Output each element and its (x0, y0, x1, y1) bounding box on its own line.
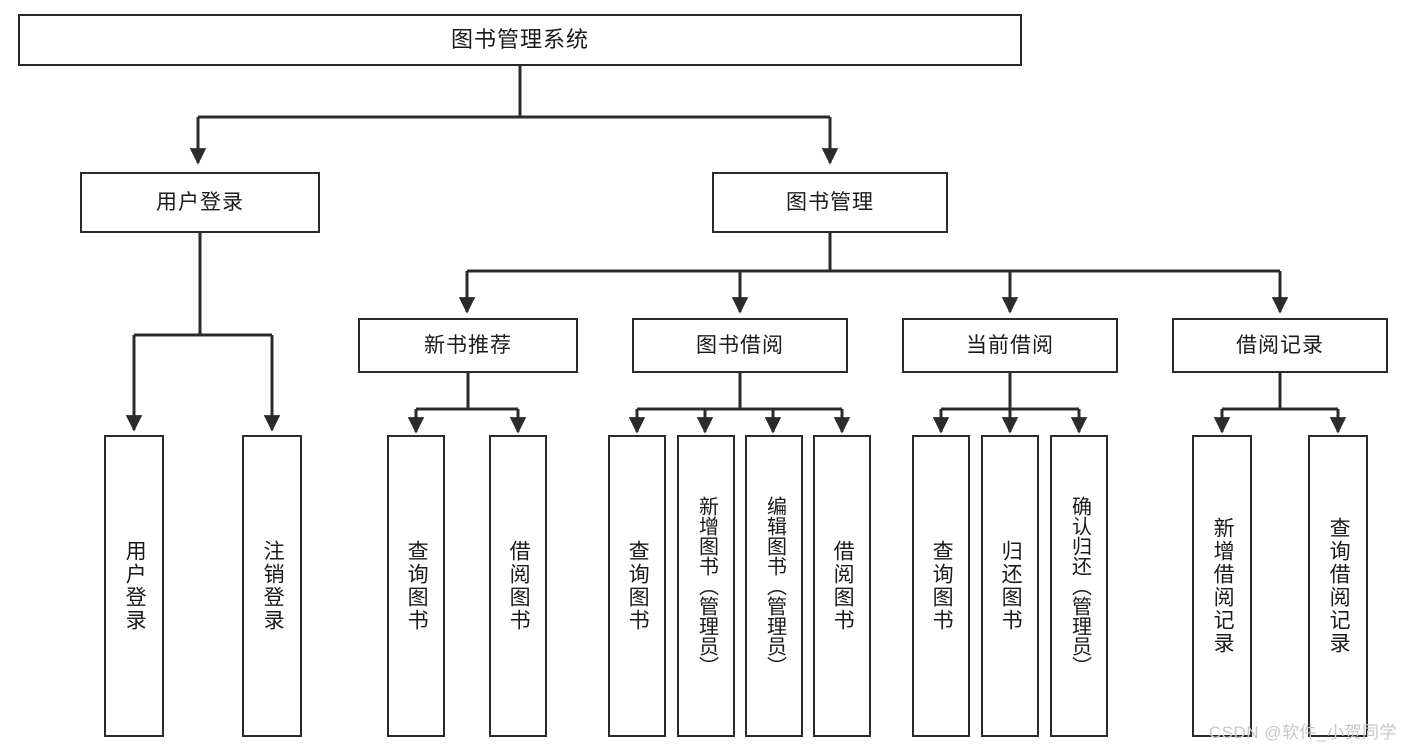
node-new-book-recommend[interactable]: 新书推荐 (358, 318, 578, 373)
node-book-management[interactable]: 图书管理 (712, 172, 948, 233)
node-user-login[interactable]: 用户登录 (80, 172, 320, 233)
leaf-confirm-return-admin[interactable]: 确认归还（管理员） (1050, 435, 1108, 737)
leaf-query-book-new[interactable]: 查询图书 (387, 435, 445, 737)
leaf-add-borrow-record[interactable]: 新增借阅记录 (1192, 435, 1252, 737)
leaf-edit-book-admin[interactable]: 编辑图书（管理员） (745, 435, 803, 737)
leaf-query-borrow-record[interactable]: 查询借阅记录 (1308, 435, 1368, 737)
leaf-add-book-admin[interactable]: 新增图书（管理员） (677, 435, 735, 737)
leaf-borrow-book[interactable]: 借阅图书 (813, 435, 871, 737)
node-borrow-record[interactable]: 借阅记录 (1172, 318, 1388, 373)
node-current-borrow[interactable]: 当前借阅 (902, 318, 1118, 373)
node-root-system[interactable]: 图书管理系统 (18, 14, 1022, 66)
leaf-query-book-current[interactable]: 查询图书 (912, 435, 970, 737)
leaf-query-book-borrow[interactable]: 查询图书 (608, 435, 666, 737)
leaf-logout[interactable]: 注销登录 (242, 435, 302, 737)
node-book-borrow[interactable]: 图书借阅 (632, 318, 848, 373)
leaf-borrow-book-new[interactable]: 借阅图书 (489, 435, 547, 737)
leaf-return-book[interactable]: 归还图书 (981, 435, 1039, 737)
leaf-user-login[interactable]: 用户登录 (104, 435, 164, 737)
csdn-watermark: CSDN @软件_小贺同学 (1208, 723, 1397, 742)
